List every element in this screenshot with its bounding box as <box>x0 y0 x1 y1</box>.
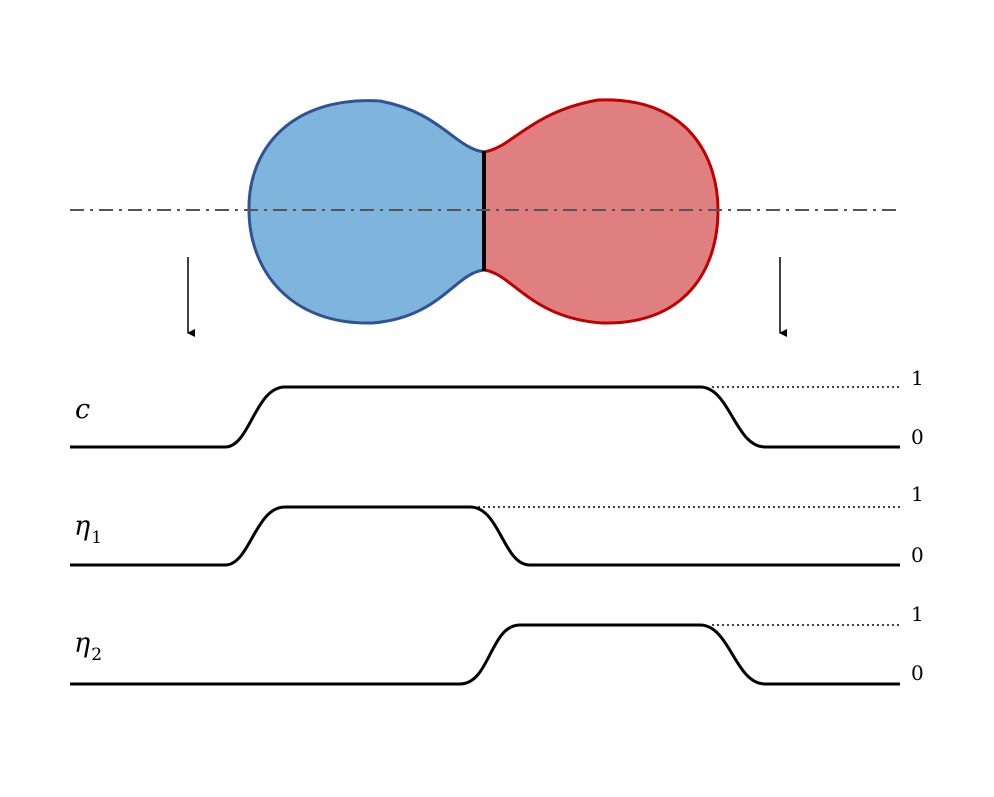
profile-eta2: η2 1 0 <box>70 602 924 686</box>
profile-eta1-low-label: 0 <box>911 543 924 567</box>
profile-eta2-low-label: 0 <box>911 661 924 685</box>
profile-c: c 1 0 <box>70 366 924 449</box>
profile-c-high-label: 1 <box>911 366 924 390</box>
profile-c-label: c <box>75 394 90 425</box>
profile-eta1-curve <box>70 505 900 567</box>
profile-eta2-high-label: 1 <box>911 602 924 626</box>
profile-eta1: η1 1 0 <box>70 482 924 567</box>
profile-eta2-label: η2 <box>74 628 102 665</box>
profile-eta1-label: η1 <box>74 511 102 548</box>
grain-1-shape <box>247 99 486 325</box>
profile-eta1-high-label: 1 <box>911 482 924 506</box>
profile-c-curve <box>70 385 900 449</box>
grain-2-shape <box>482 98 720 325</box>
profile-c-low-label: 0 <box>911 425 924 449</box>
particle <box>247 98 720 325</box>
profile-eta2-curve <box>70 623 900 686</box>
